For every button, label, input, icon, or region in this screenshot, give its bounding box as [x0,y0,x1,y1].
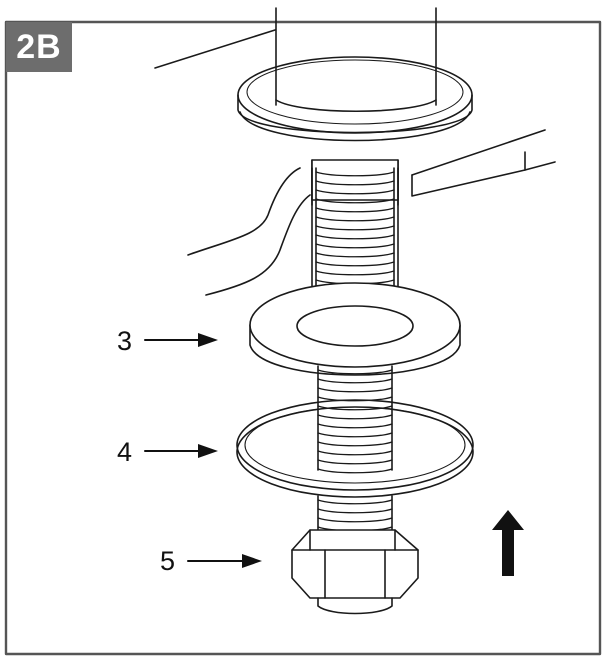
pipe [275,7,437,112]
rod-threads-middle [317,365,393,474]
figure-border [4,20,602,656]
rod-threads-lower [317,495,393,533]
lock-washer [236,399,474,498]
callout-label-4: 4 [117,437,133,467]
threaded-rod [311,159,399,301]
up-arrow-icon [492,510,524,576]
callout-arrows [144,333,262,568]
top-flange [237,56,473,142]
mounting-surface [154,29,556,296]
callout-label-5: 5 [160,546,176,576]
rod-threads-upper [315,167,395,321]
hex-nut [291,529,419,615]
step-badge: 2B [6,22,72,72]
flat-washer [249,282,461,376]
callout-label-3: 3 [117,326,133,356]
